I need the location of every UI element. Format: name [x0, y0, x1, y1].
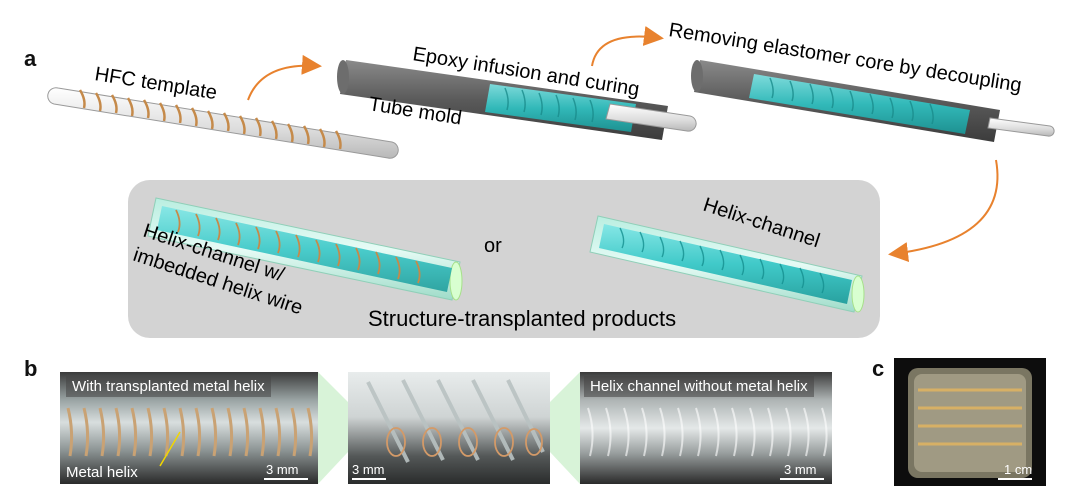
label-or: or — [484, 235, 502, 257]
schematic-figure: HFC template Epoxy infusion and curing T… — [47, 19, 1055, 331]
decoupled-tube — [691, 60, 1055, 142]
photo-panel-c: 1 cm — [894, 358, 1046, 486]
scale-bar-right — [780, 478, 824, 480]
panel-b-label: b — [24, 356, 38, 381]
scale-text-right: 3 mm — [784, 462, 817, 477]
panel-a-label: a — [24, 46, 37, 71]
label-products-caption: Structure-transplanted products — [368, 306, 676, 331]
tube-mold — [337, 60, 697, 140]
scale-bar-middle — [352, 478, 386, 480]
annotation-metal-helix: Metal helix — [66, 464, 138, 481]
scale-bar-left — [264, 478, 308, 480]
caption-without-metal-helix: Helix channel without metal helix — [584, 376, 814, 397]
photo-without-metal-helix: Helix channel without metal helix 3 mm — [580, 372, 832, 484]
scale-bar-c — [998, 478, 1032, 480]
arrow-step-2 — [591, 26, 664, 67]
hfc-template-rod — [47, 87, 399, 159]
scale-text-middle: 3 mm — [352, 462, 385, 477]
arrow-step-1 — [247, 54, 322, 101]
caption-with-metal-helix: With transplanted metal helix — [66, 376, 271, 397]
zoom-cone-right — [550, 372, 580, 484]
annotation-arrow — [159, 431, 181, 467]
photo-with-metal-helix: With transplanted metal helix Metal heli… — [60, 372, 318, 484]
arrow-step-3 — [888, 159, 999, 263]
scale-text-left: 3 mm — [266, 462, 299, 477]
photo-overview: 3 mm — [348, 372, 550, 484]
product-helix-channel — [589, 215, 865, 313]
panel-c-label: c — [872, 356, 885, 381]
product-helix-with-wire — [147, 197, 463, 301]
scale-text-c: 1 cm — [1004, 462, 1033, 477]
zoom-cone-left — [318, 372, 348, 484]
